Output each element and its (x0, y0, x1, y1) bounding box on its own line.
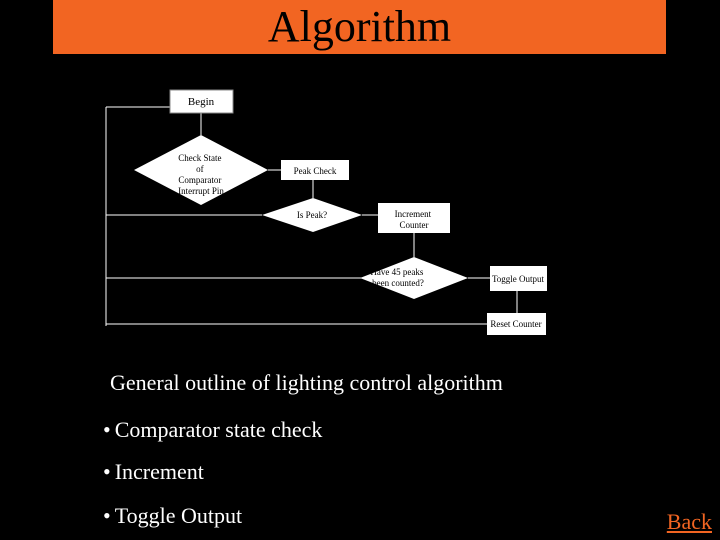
title-bar (53, 0, 666, 54)
reset-counter-node (487, 313, 546, 335)
figure-caption: General outline of lighting control algo… (110, 370, 503, 395)
increment-counter-label: Increment Counter (395, 209, 434, 230)
check-state-label: Check State of Comparator Interrupt Pin (178, 153, 224, 196)
back-link[interactable]: Back (666, 509, 712, 534)
is-peak-node (262, 198, 362, 232)
increment-counter-node (378, 203, 450, 233)
begin-label: Begin (188, 96, 215, 108)
toggle-output-label: Toggle Output (492, 274, 545, 284)
have-45-node (360, 257, 468, 299)
page-title: Algorithm (267, 2, 452, 51)
bullet-item: Toggle Output (103, 503, 242, 529)
toggle-output-node (490, 266, 547, 291)
flowchart-connectors (105, 106, 518, 326)
begin-node (169, 89, 234, 114)
check-state-node (134, 135, 268, 205)
peak-check-node (281, 160, 349, 180)
bullet-item: Comparator state check (103, 417, 323, 443)
is-peak-label: Is Peak? (297, 210, 327, 220)
reset-counter-label: Reset Counter (490, 319, 541, 329)
peak-check-label: Peak Check (294, 166, 337, 176)
bullet-item: Increment (103, 459, 204, 485)
have-45-label: Have 45 peaks been counted? (370, 267, 425, 288)
